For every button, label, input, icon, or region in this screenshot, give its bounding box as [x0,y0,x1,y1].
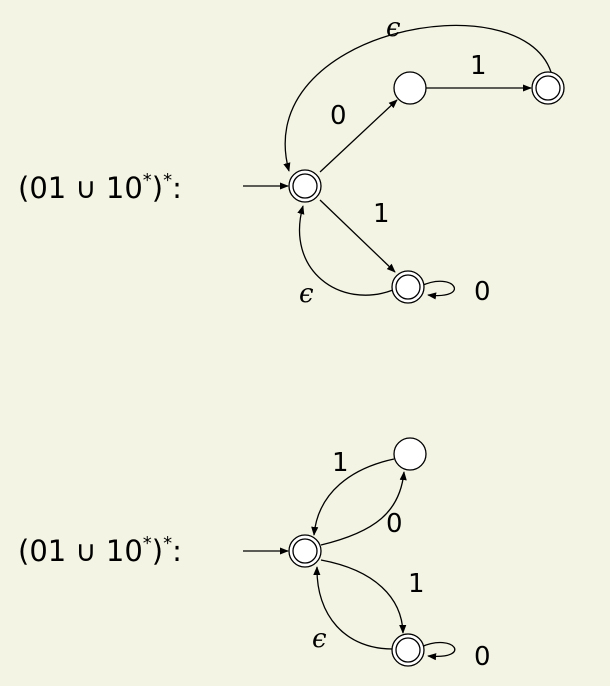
edge-start-mid-1 [319,99,398,173]
regex-label-2: (01 ∪ 10*)*: [18,533,182,568]
edge-right-start-eps [283,24,552,172]
edge-label-1-top: 1 [470,51,487,81]
diagram-1: (01 ∪ 10*)*: 0 1 ϵ 1 ϵ 0 [18,13,565,309]
state-right-1 [531,71,565,105]
edge-start-upper-0 [320,471,407,546]
self-loop-lower-2 [420,641,456,661]
diagram-2: (01 ∪ 10*)*: 1 0 1 ϵ 0 [18,437,491,672]
edge-start-lower-2 [320,559,407,634]
edge-label-loop-2: 0 [474,642,491,672]
edge-label-0-fwd: 0 [386,509,403,539]
edge-label-loop-1: 0 [474,277,491,307]
edge-label-0-1: 0 [330,101,347,131]
edge-upper-start-1 [311,458,395,536]
state-lower-2 [391,633,425,667]
edge-lower-start-eps-2 [313,566,396,650]
edge-label-eps-bottom-2: ϵ [312,624,327,654]
self-loop-lower-1 [420,280,455,300]
state-mid-1 [393,71,427,105]
regex-label-1: (01 ∪ 10*)*: [18,170,182,205]
state-start-1 [288,169,322,203]
edge-label-eps-bottom-1: ϵ [299,279,314,309]
state-upper-2 [393,437,427,471]
edge-label-eps-top: ϵ [386,13,401,43]
edge-lower-start-eps [297,205,394,296]
state-start-2 [288,534,322,568]
edge-label-1-down: 1 [373,199,390,229]
edge-label-1-back: 1 [332,448,349,478]
edge-start-lower-1 [319,199,396,273]
edge-label-1-down-2: 1 [408,569,425,599]
state-lower-1 [391,270,425,304]
